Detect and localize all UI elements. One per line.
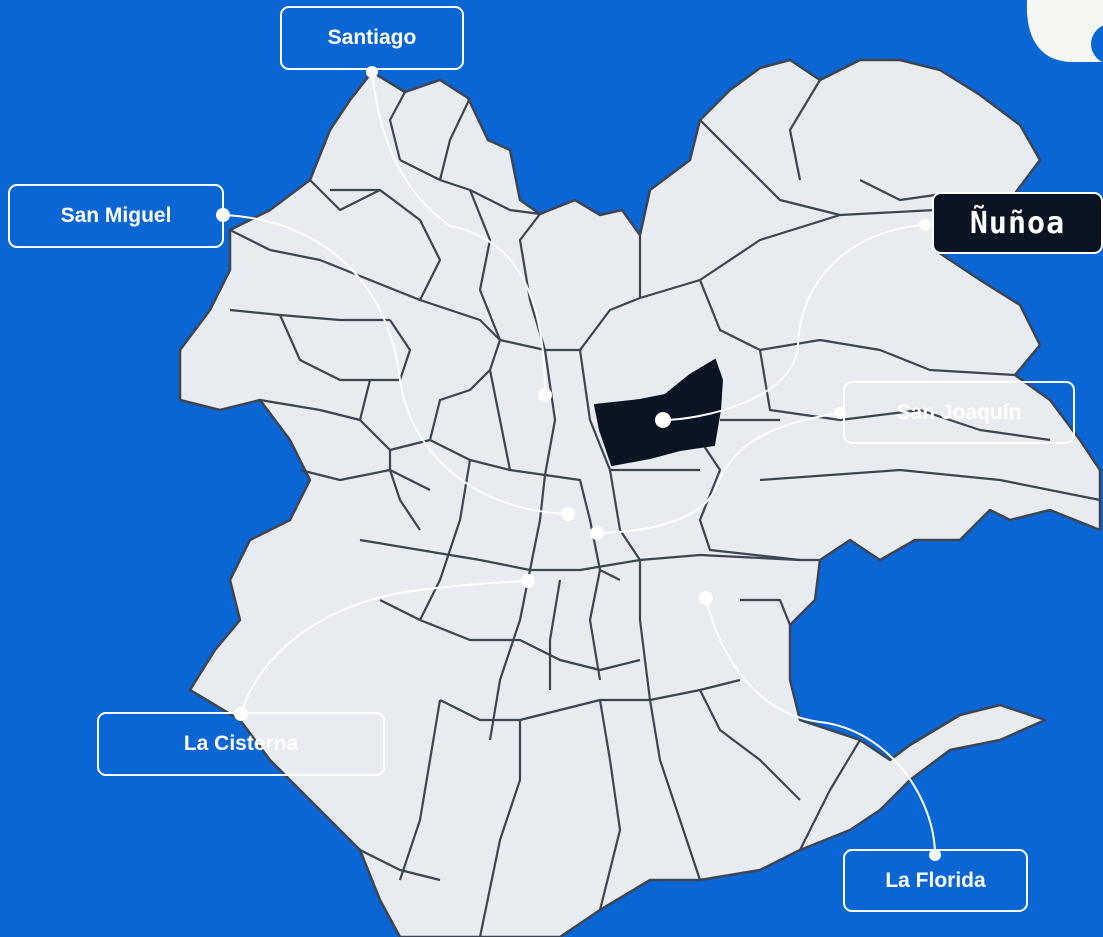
- connector-lines: [222, 71, 936, 856]
- san-joaquin-map-dot[interactable]: [590, 526, 604, 540]
- label-san-miguel[interactable]: San Miguel: [8, 184, 224, 248]
- label-la-florida-text: La Florida: [885, 868, 986, 892]
- nunoa-anchor-dot: [919, 219, 931, 231]
- la-cisterna-map-dot[interactable]: [521, 574, 535, 588]
- label-santiago[interactable]: Santiago: [280, 6, 464, 70]
- label-san-miguel-text: San Miguel: [60, 204, 172, 227]
- la-florida-map-dot[interactable]: [699, 591, 713, 605]
- la-florida-anchor-dot: [929, 849, 941, 861]
- label-san-joaquin[interactable]: San Joaquín: [843, 381, 1075, 444]
- label-la-cisterna-text: La Cisterna: [183, 732, 299, 755]
- label-nunoa-selected[interactable]: Ñuñoa: [932, 192, 1103, 254]
- label-nunoa-text: Ñuñoa: [969, 205, 1066, 241]
- label-santiago-text: Santiago: [327, 26, 417, 49]
- commune-nunoa-highlight[interactable]: [593, 358, 724, 467]
- nunoa-map-dot[interactable]: [655, 412, 671, 428]
- san-miguel-map-dot[interactable]: [561, 507, 575, 521]
- la-cisterna-anchor-dot: [234, 707, 248, 721]
- commune-borders: [229, 79, 1101, 937]
- label-san-joaquin-text: San Joaquín: [896, 400, 1022, 424]
- label-la-florida[interactable]: La Florida: [843, 849, 1028, 912]
- label-la-cisterna[interactable]: La Cisterna: [97, 712, 385, 776]
- santiago-map-dot[interactable]: [538, 388, 552, 402]
- brand-logo-icon: [1013, 0, 1103, 66]
